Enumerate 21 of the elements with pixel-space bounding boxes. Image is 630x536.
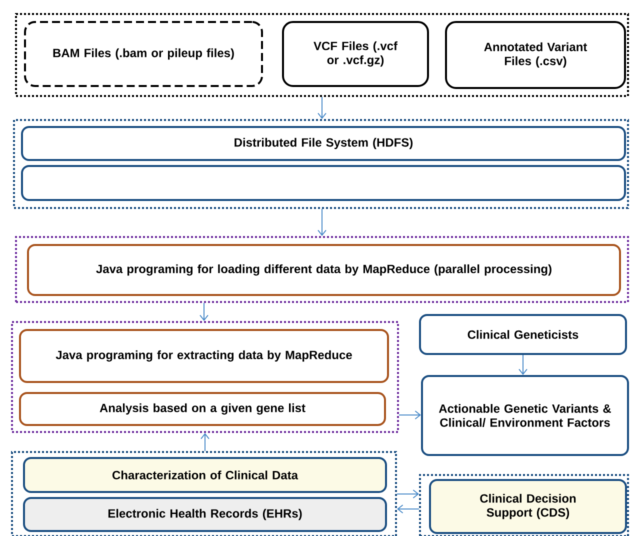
process-box: Distributed File System (HDFS) — [21, 126, 626, 161]
arrow — [318, 96, 326, 119]
process-box: Java programing for extracting data by MapReduce — [19, 329, 389, 383]
file-box: BAM Files (.bam or pileup files) — [24, 21, 263, 87]
process-box — [21, 165, 626, 201]
file-box: VCF Files (.vcf or .vcf.gz) — [282, 21, 429, 87]
arrow — [200, 302, 208, 321]
file-box: Annotated Variant Files (.csv) — [445, 21, 626, 89]
arrow — [396, 490, 419, 498]
process-box: Characterization of Clinical Data — [23, 457, 387, 493]
process-box: Analysis based on a given gene list — [19, 392, 386, 426]
arrow — [318, 208, 326, 236]
process-box: Electronic Health Records (EHRs) — [23, 497, 387, 532]
arrow — [397, 504, 420, 514]
arrow — [518, 354, 528, 375]
arrow — [398, 410, 421, 420]
process-box: Clinical Decision Support (CDS) — [429, 479, 627, 534]
process-box: Clinical Geneticists — [419, 314, 627, 355]
process-box: Actionable Genetic Variants & Clinical/ Environment Factors — [421, 375, 629, 456]
arrow — [200, 433, 210, 452]
process-box: Java programing for loading different data by MapReduce (parallel processing) — [27, 244, 621, 296]
